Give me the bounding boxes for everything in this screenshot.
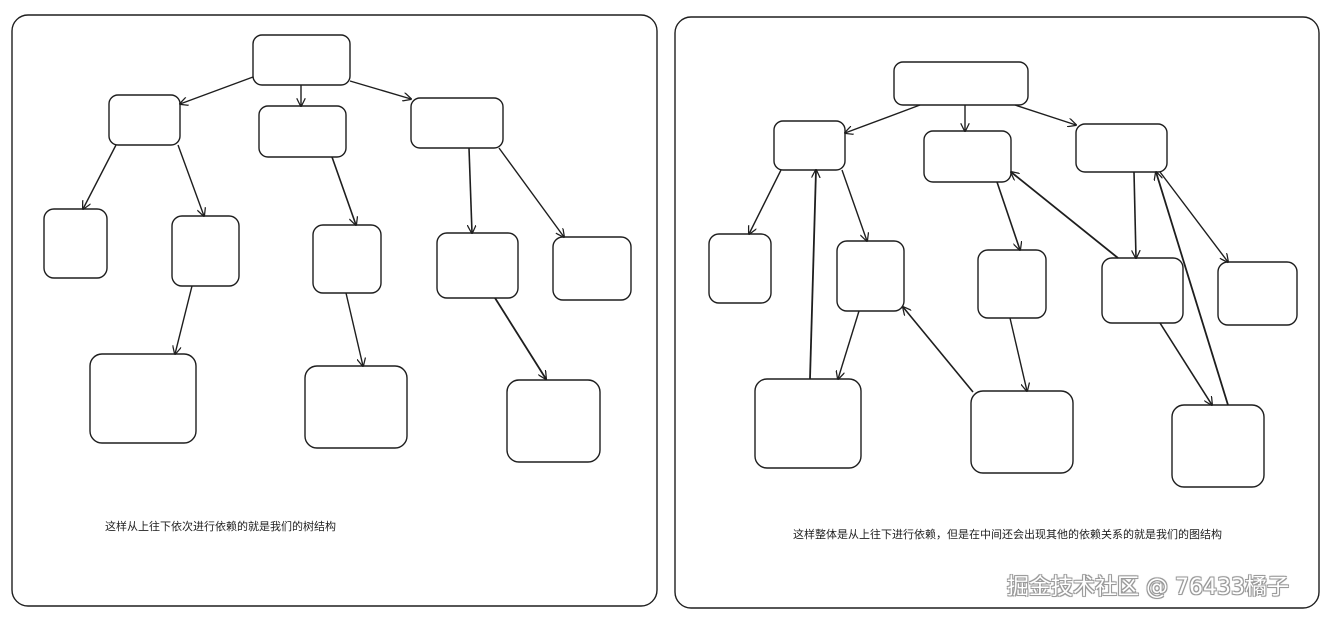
tree-edge bbox=[494, 297, 546, 379]
tree-edge bbox=[469, 147, 472, 233]
tree-node-l3-b bbox=[304, 365, 408, 449]
tree-edge bbox=[349, 80, 411, 99]
tree-node-l2-b bbox=[171, 215, 240, 287]
graph-edge bbox=[1009, 317, 1027, 391]
tree-node-l1-a bbox=[108, 94, 181, 146]
graph-node-l2-c bbox=[977, 249, 1047, 319]
tree-node-l2-c bbox=[312, 224, 382, 294]
tree-panel-frame bbox=[11, 14, 658, 607]
graph-node-l2-b bbox=[836, 240, 905, 312]
graph-edge bbox=[1134, 171, 1136, 258]
graph-edge bbox=[841, 169, 867, 241]
graph-edge bbox=[1159, 322, 1212, 405]
graph-node-l2-d bbox=[1101, 257, 1184, 324]
graph-node-l1-b bbox=[923, 130, 1012, 183]
tree-edge bbox=[177, 144, 204, 216]
graph-caption: 这样整体是从上往下进行依赖，但是在中间还会出现其他的依赖关系的就是我们的图结构 bbox=[793, 528, 1222, 541]
graph-edge bbox=[1014, 104, 1076, 125]
graph-cross-edge bbox=[903, 307, 974, 393]
graph-node-root bbox=[893, 61, 1029, 106]
graph-node-l3-b bbox=[970, 390, 1074, 474]
graph-node-l2-a bbox=[708, 233, 772, 304]
tree-panel bbox=[11, 14, 658, 607]
tree-node-l2-d bbox=[436, 232, 519, 299]
graph-cross-edge bbox=[1011, 172, 1119, 259]
graph-edge bbox=[1159, 171, 1228, 262]
tree-edge bbox=[175, 285, 193, 354]
graph-panel bbox=[674, 16, 1320, 609]
graph-edge bbox=[749, 169, 782, 234]
tree-caption: 这样从上往下依次进行依赖的就是我们的树结构 bbox=[105, 520, 336, 533]
tree-node-l3-c bbox=[506, 379, 601, 463]
graph-node-l3-a bbox=[754, 378, 862, 469]
tree-node-l1-b bbox=[258, 105, 347, 158]
graph-node-l2-e bbox=[1217, 261, 1298, 326]
graph-edge bbox=[838, 310, 860, 379]
graph-edge bbox=[845, 104, 921, 133]
tree-node-l2-a bbox=[43, 208, 108, 279]
graph-panel-frame bbox=[674, 16, 1320, 609]
watermark-text: 掘金技术社区 @ 76433橘子 bbox=[1007, 575, 1289, 600]
graph-node-l1-a bbox=[773, 120, 846, 171]
graph-node-l1-c bbox=[1075, 123, 1168, 173]
tree-edge bbox=[345, 292, 363, 366]
tree-node-l2-e bbox=[552, 236, 632, 301]
graph-node-l3-c bbox=[1171, 404, 1265, 488]
tree-edge bbox=[180, 76, 254, 104]
tree-edge bbox=[83, 144, 117, 209]
tree-node-root bbox=[252, 34, 351, 86]
tree-node-l3-a bbox=[89, 353, 197, 444]
tree-edge bbox=[498, 147, 564, 237]
tree-edge bbox=[331, 156, 356, 225]
tree-node-l1-c bbox=[410, 97, 504, 149]
graph-cross-edge bbox=[1156, 172, 1229, 406]
graph-edge bbox=[996, 181, 1020, 250]
graph-cross-edge bbox=[809, 170, 816, 380]
